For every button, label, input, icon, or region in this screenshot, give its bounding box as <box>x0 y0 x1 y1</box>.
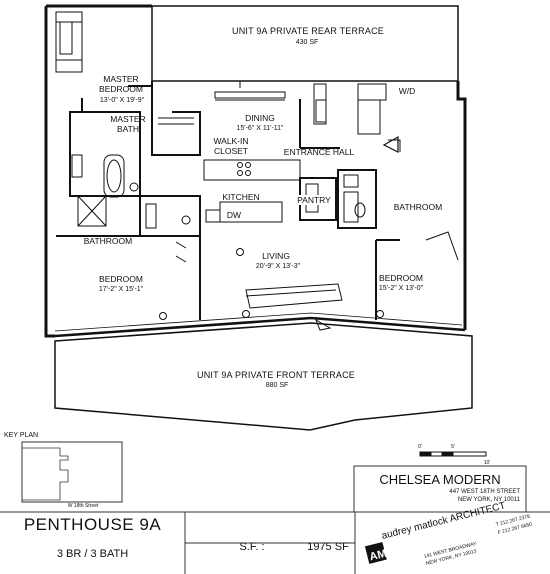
kitchen-label: KITCHEN <box>222 192 260 202</box>
bathtub <box>103 154 125 198</box>
pantry-label: PANTRY <box>294 195 334 205</box>
key-plan-title: KEY PLAN <box>4 432 39 439</box>
key-plan-street: W 18th Street <box>67 503 99 509</box>
front-terrace-label: UNIT 9A PRIVATE FRONT TERRACE <box>197 370 355 380</box>
unit-name: PENTHOUSE 9A <box>23 515 162 534</box>
kitchen-counter <box>203 159 301 181</box>
bedroom-right-dims: 15'-2" X 13'-0" <box>378 285 424 292</box>
front-terrace-area: 880 SF <box>265 382 289 389</box>
rear-terrace-outline <box>151 5 459 82</box>
architect-logo: AM <box>364 542 388 564</box>
scale-label-0: 0' <box>418 444 422 450</box>
bedroom-right-label: BEDROOM <box>379 273 423 283</box>
living-dims: 20'-9" X 13'-3" <box>255 263 301 270</box>
master-bath-label: MASTER BATH <box>110 114 146 134</box>
bedroom-left-label: BEDROOM <box>99 274 143 284</box>
bathroom-right-label: BATHROOM <box>393 202 443 212</box>
dining-dims: 15'-6" X 11'-11" <box>236 125 284 132</box>
entrance-hall-label: ENTRANCE HALL <box>283 147 355 157</box>
svg-text:AM: AM <box>368 548 388 564</box>
exterior-wall <box>456 81 467 330</box>
master-bedroom-dims: 13'-0" X 19'-9" <box>99 97 145 104</box>
master-bedroom-label: MASTER BEDROOM <box>99 74 143 94</box>
bedroom-left-dims: 17'-2" X 15'-1" <box>98 286 144 293</box>
building-address-1: 447 WEST 18TH STREET <box>449 489 520 495</box>
sf-value: 1975 SF <box>307 541 349 553</box>
scale-label-10: 10' <box>483 460 491 466</box>
unit-rooms: 3 BR / 3 BATH <box>56 548 129 560</box>
scale-label-5: 5' <box>451 444 455 450</box>
building-name: CHELSEA MODERN <box>379 472 501 487</box>
wd-label: W/D <box>398 86 416 96</box>
living-window-seat <box>245 283 343 309</box>
walk-in-closet-label: WALK-IN CLOSET <box>213 136 249 156</box>
exterior-wall <box>44 4 152 338</box>
front-window-wall <box>54 316 466 338</box>
key-plan-box <box>21 441 123 503</box>
building-address-2: NEW YORK, NY 10011 <box>457 497 520 503</box>
rear-terrace-area: 430 SF <box>295 39 319 46</box>
dw-label: DW <box>226 210 242 220</box>
dining-label: DINING <box>245 113 275 123</box>
rear-terrace-label: UNIT 9A PRIVATE REAR TERRACE <box>232 26 384 36</box>
front-terrace-outline <box>54 322 473 431</box>
bathroom-left-label: BATHROOM <box>83 236 133 246</box>
living-label: LIVING <box>262 251 290 261</box>
sf-label: S.F. : <box>239 541 265 553</box>
